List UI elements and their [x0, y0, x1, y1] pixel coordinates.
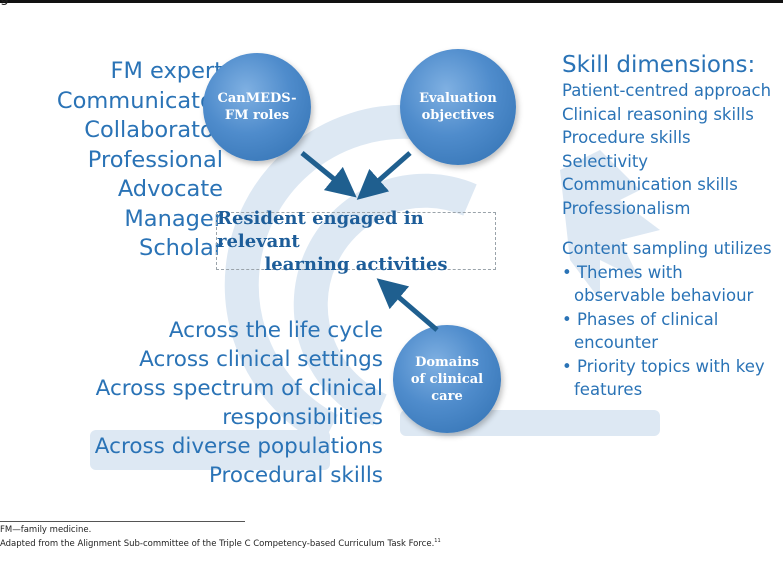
footer-superscript: 11 — [434, 538, 441, 544]
content-sampling-bullet: • Priority topics with key features — [562, 356, 765, 400]
domains-circle-line: Domains — [415, 354, 479, 370]
skill-item: Patient-centred approach — [562, 81, 772, 100]
evaluation-circle: Evaluation objectives — [400, 49, 516, 165]
footer-rule — [0, 521, 245, 522]
center-activity-box: Resident engaged in relevant learning ac… — [216, 208, 496, 275]
arrow-canmeds-to-center — [300, 151, 357, 198]
scope-item: Across the life cycle — [168, 318, 383, 343]
role-item: Communicator — [56, 87, 223, 114]
skill-dimensions-heading: Skill dimensions: — [562, 52, 756, 78]
arrow-evaluation-to-center — [356, 151, 412, 200]
domains-circle-line: of clinical — [410, 371, 484, 387]
skill-item: Clinical reasoning skills — [562, 104, 754, 124]
scope-item: Across diverse populations — [94, 434, 383, 459]
center-line: learning activities — [264, 253, 448, 275]
scope-item: Procedural skills — [208, 463, 383, 488]
role-item: Professional — [87, 146, 223, 173]
domains-circle-line: care — [431, 388, 463, 404]
canmeds-circle-line: CanMEDS- — [217, 91, 297, 106]
skill-item: Procedure skills — [562, 128, 691, 147]
domains-scope-list: Across the life cycle Across clinical se… — [95, 316, 383, 490]
evaluation-circle-line: Evaluation — [419, 91, 497, 106]
top-rule — [0, 0, 783, 3]
scope-item: Across spectrum of clinical — [95, 376, 383, 401]
content-sampling-heading: Content sampling utilizes — [562, 239, 772, 258]
canmeds-circle: CanMEDS- FM roles — [203, 53, 311, 161]
role-item: Collaborator — [84, 117, 223, 143]
scope-item: Across clinical settings — [139, 347, 383, 372]
skill-item: Professionalism — [562, 198, 691, 218]
footer-source: Adapted from the Alignment Sub-committee… — [0, 538, 441, 549]
footer-abbreviation: FM—family medicine. — [0, 525, 92, 535]
canmeds-circle-line: FM roles — [224, 108, 290, 123]
content-sampling-bullet: • Phases of clinical encounter — [562, 309, 719, 353]
role-item: Advocate — [117, 176, 223, 202]
role-item: FM expert — [110, 58, 223, 84]
domains-circle: Domains of clinical care — [393, 325, 501, 433]
figure-label-fragment: g — [0, 0, 9, 6]
skill-dimensions: Skill dimensions: Patient-centred approa… — [562, 51, 771, 220]
footer-source-text: Adapted from the Alignment Sub-committee… — [0, 538, 435, 549]
center-line: Resident engaged in relevant — [217, 207, 424, 252]
skill-item: Selectivity — [562, 151, 649, 171]
role-item: Scholar — [139, 235, 223, 261]
skill-item: Communication skills — [562, 175, 738, 194]
role-item: Manager — [124, 205, 223, 232]
scope-item: responsibilities — [222, 405, 383, 430]
content-sampling: Content sampling utilizes • Themes with … — [562, 237, 777, 402]
content-sampling-bullet: • Themes with observable behaviour — [562, 262, 754, 306]
arrow-domains-to-center — [376, 278, 439, 332]
evaluation-circle-line: objectives — [421, 108, 495, 123]
canmeds-roles-list: FM expert Communicator Collaborator Prof… — [57, 57, 223, 264]
